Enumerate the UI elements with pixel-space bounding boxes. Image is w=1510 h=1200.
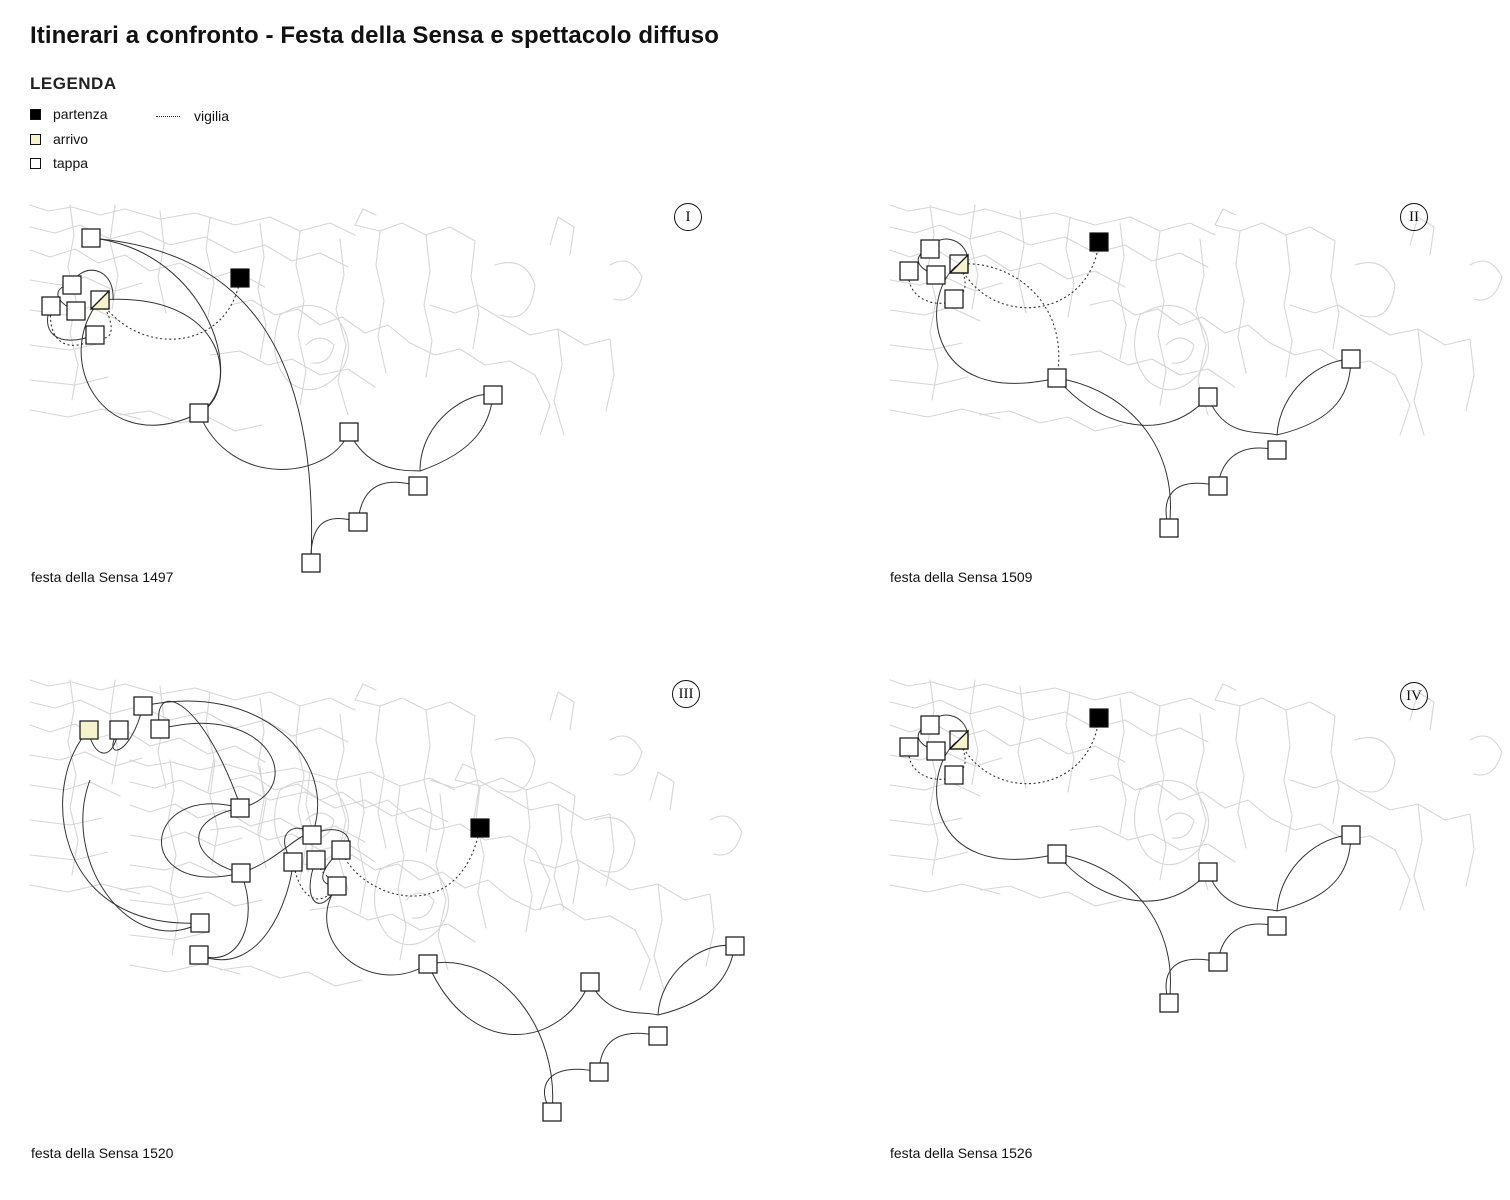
legend-stop-label: tappa [53, 155, 89, 171]
panel-1-caption: festa della Sensa 1497 [31, 569, 174, 585]
end-swatch-icon [30, 133, 41, 145]
stop-swatch-icon [30, 157, 41, 169]
legend-item-stop: tappa [30, 155, 88, 171]
legend-end-label: arrivo [53, 131, 89, 147]
panel-1-map [29, 204, 643, 573]
panel-3-map [29, 679, 745, 1122]
panel-2-caption: festa della Sensa 1509 [890, 569, 1033, 585]
panel-4-caption: festa della Sensa 1526 [890, 1145, 1033, 1161]
panel-4-numeral: IV [1400, 682, 1428, 710]
legend-item-eve: vigilia [156, 108, 229, 124]
page-title: Itinerari a confronto - Festa della Sens… [30, 22, 720, 49]
legend-start-label: partenza [53, 106, 108, 122]
legend-item-start: partenza [30, 106, 107, 122]
panel-3-caption: festa della Sensa 1520 [31, 1145, 174, 1161]
legend-heading: LEGENDA [30, 74, 117, 93]
panel-2-numeral: II [1400, 203, 1428, 231]
panel-1-numeral: I [674, 203, 702, 231]
panel-4-map [889, 679, 1503, 1013]
legend-eve-label: vigilia [194, 108, 230, 124]
legend-item-end: arrivo [30, 131, 88, 147]
panel-2-map [889, 204, 1503, 538]
dotted-line-icon [156, 115, 180, 117]
start-swatch-icon [30, 108, 41, 120]
panel-3-numeral: III [672, 680, 700, 708]
